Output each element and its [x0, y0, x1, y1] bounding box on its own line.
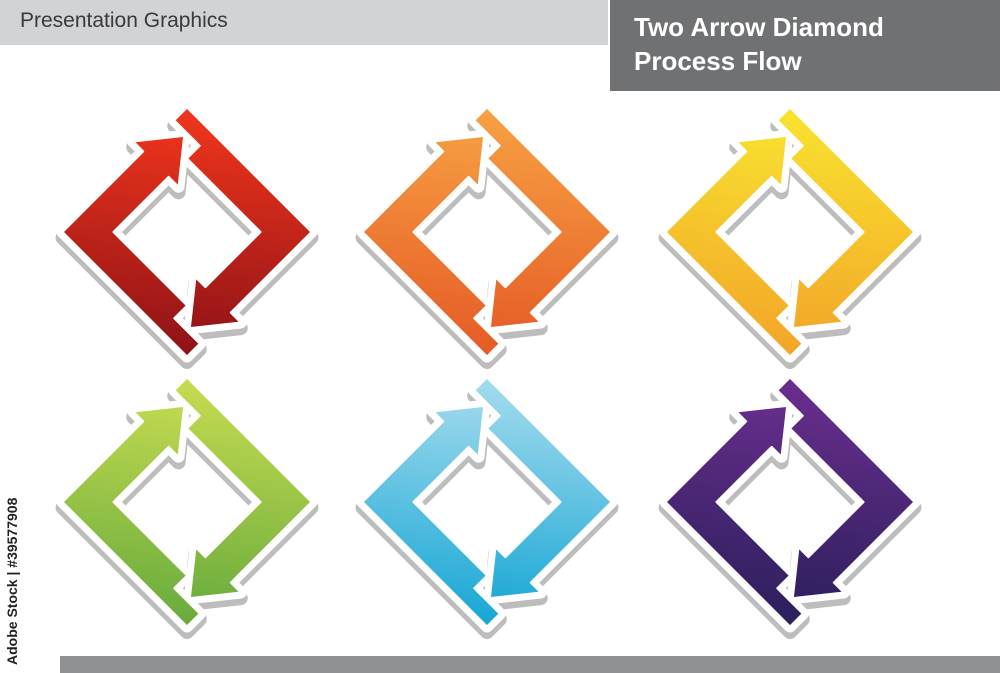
diamond-svg-green [55, 371, 319, 640]
arrow-up-segment [61, 134, 201, 358]
title-line-1: Two Arrow Diamond [634, 12, 884, 42]
arrow-down-segment [173, 106, 313, 330]
diamond-svg-red [55, 101, 319, 370]
diamond-diagram-red [42, 87, 332, 377]
header-right-band: Two Arrow Diamond Process Flow [610, 0, 1000, 91]
stock-id: #39577908 [4, 497, 20, 568]
footer-bar [60, 656, 1000, 673]
diamond-diagram-blue [342, 357, 632, 647]
title-line-2: Process Flow [634, 46, 802, 76]
arrow-down-segment [473, 376, 613, 600]
arrow-up-segment [361, 404, 501, 628]
arrow-up-segment [664, 134, 804, 358]
arrow-down-segment [776, 106, 916, 330]
stock-label: Adobe Stock [4, 579, 20, 665]
header-right-title: Two Arrow Diamond Process Flow [634, 10, 984, 78]
arrow-down-segment [473, 106, 613, 330]
arrow-up-segment [664, 404, 804, 628]
header-left-title: Presentation Graphics [20, 9, 228, 32]
diamond-svg-blue [355, 371, 619, 640]
diamond-diagram-orange [342, 87, 632, 377]
arrow-down-segment [173, 376, 313, 600]
arrow-down-segment [776, 376, 916, 600]
diamond-diagram-yellow [645, 87, 935, 377]
diamond-svg-purple [658, 371, 922, 640]
arrow-up-segment [361, 134, 501, 358]
diamond-diagram-purple [645, 357, 935, 647]
stock-watermark: Adobe Stock | #39577908 [4, 435, 20, 665]
diamond-svg-orange [355, 101, 619, 370]
stock-separator: | [4, 571, 20, 576]
arrow-up-segment [61, 404, 201, 628]
diamond-svg-yellow [658, 101, 922, 370]
diamond-diagram-green [42, 357, 332, 647]
header-left-band: Presentation Graphics [0, 0, 608, 45]
